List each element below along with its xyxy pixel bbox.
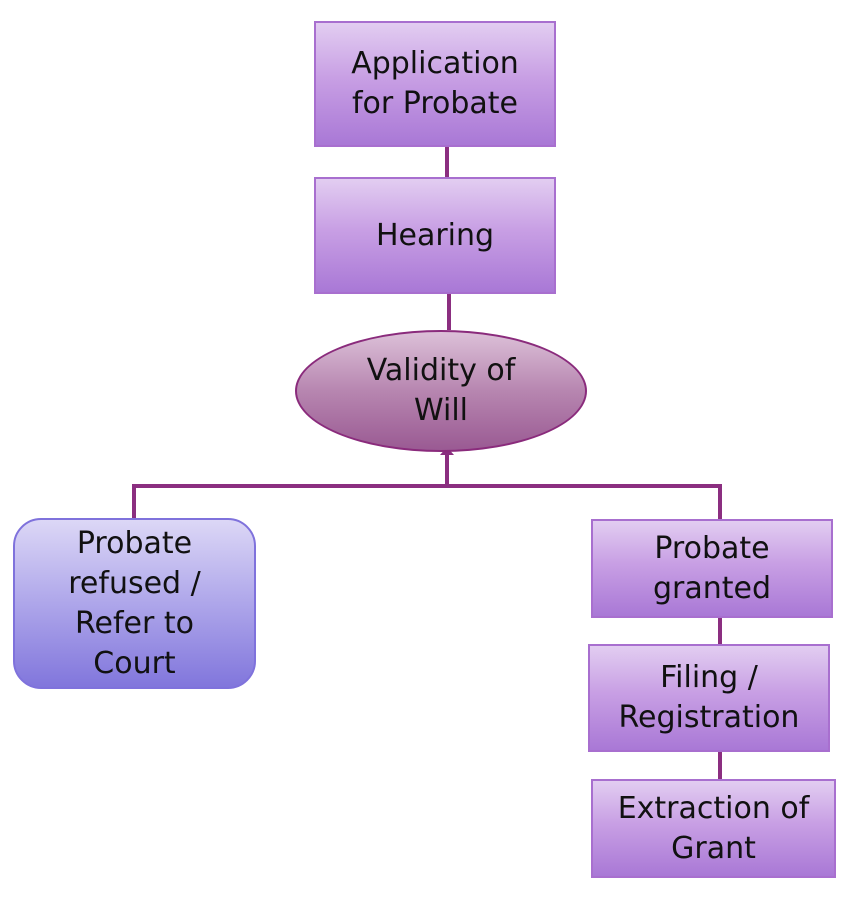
node-hearing-label: Hearing (375, 217, 495, 253)
node-probate-granted: Probate granted (591, 519, 833, 618)
node-probate-refused: Probate refused / Refer to Court (13, 518, 256, 689)
node-application-for-probate: Application for Probate (314, 21, 556, 147)
node-granted-label: Probate granted (652, 530, 772, 606)
node-validity-label: Validity of Will (366, 353, 516, 428)
node-validity-of-will: Validity of Will (295, 330, 587, 452)
node-application-label: Application for Probate (351, 46, 519, 121)
node-filing-label: Filing / Registration (618, 660, 800, 735)
node-extraction-of-grant: Extraction of Grant (591, 779, 836, 878)
node-filing-registration: Filing / Registration (588, 644, 830, 752)
node-refused-label: Probate refused / Refer to Court (68, 525, 201, 681)
node-hearing: Hearing (314, 177, 556, 294)
node-extraction-label: Extraction of Grant (617, 790, 810, 866)
